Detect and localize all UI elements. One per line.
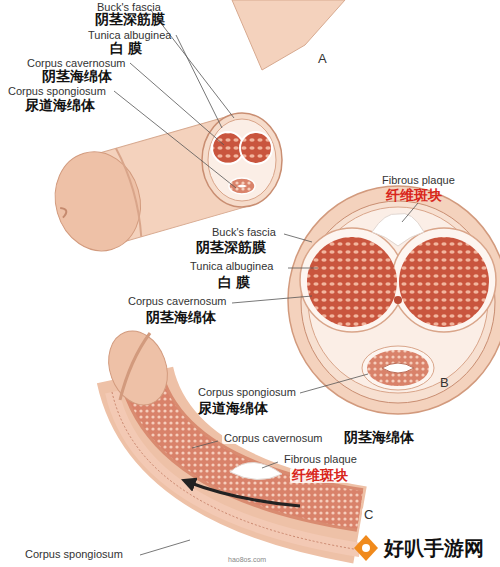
part-label: Tunica albuginea	[88, 29, 171, 41]
part-label-zh: 白 膜	[110, 41, 142, 56]
panel-letter: B	[440, 376, 449, 390]
part-label-zh: 纤维斑块	[386, 188, 442, 203]
part-label-zh: 阴茎海绵体	[42, 69, 112, 84]
part-label-zh: 白 膜	[218, 275, 250, 290]
part-label: Corpus spongiosum	[25, 548, 123, 560]
part-label: Corpus cavernosum	[27, 57, 125, 69]
watermark: 好叭手游网	[384, 537, 484, 559]
panel-letter: C	[362, 508, 375, 522]
part-label: Corpus cavernosum	[128, 295, 226, 307]
part-label: Fibrous plaque	[382, 174, 455, 186]
part-label-zh: 阴茎深筋膜	[95, 12, 165, 27]
part-label: Corpus spongiosum	[198, 386, 296, 398]
part-label: Buck's fascia	[212, 226, 276, 238]
part-label: Corpus cavernosum	[222, 432, 324, 444]
part-label-zh: 尿道海绵体	[198, 401, 268, 416]
part-label-zh: 纤维斑块	[290, 468, 350, 483]
part-label-zh: 阴茎海绵体	[146, 310, 216, 325]
part-label: Fibrous plaque	[282, 453, 359, 465]
part-label-zh: 阴茎深筋膜	[196, 240, 266, 255]
watermark: hao8os.com	[228, 556, 266, 564]
part-label: Corpus spongiosum	[8, 85, 106, 97]
part-label-zh: 尿道海绵体	[25, 98, 95, 113]
panel-letter: A	[318, 52, 327, 66]
part-label-zh: 阴茎海绵体	[342, 430, 416, 445]
part-label: Tunica albuginea	[190, 260, 273, 272]
